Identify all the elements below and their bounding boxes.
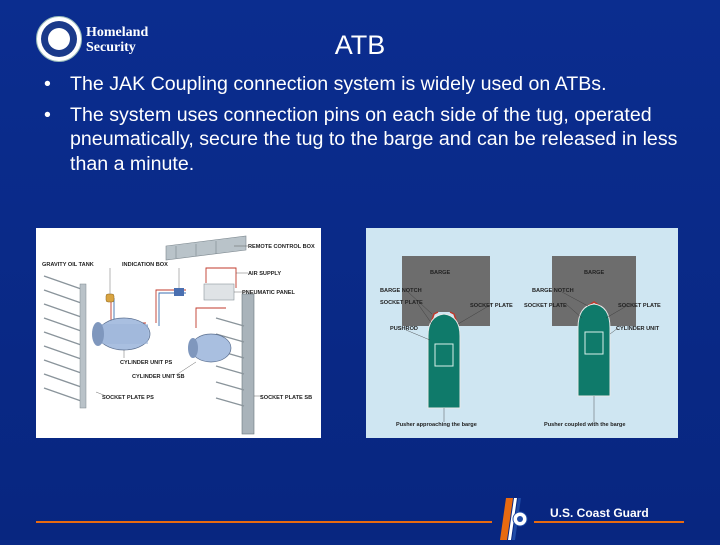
- label-socket-plate-right: SOCKET PLATE: [618, 303, 661, 309]
- label-pushrod: PUSHROD: [390, 326, 418, 332]
- logo-line-2: Security: [86, 40, 136, 55]
- bullet-text: The JAK Coupling connection system is wi…: [70, 73, 607, 95]
- bullet-item: • The system uses connection pins on each…: [44, 103, 684, 177]
- label-gravity-oil-tank: GRAVITY OIL TANK: [42, 262, 94, 268]
- label-socket-plate-ps: SOCKET PLATE PS: [102, 395, 154, 401]
- logo-line-1: Homeland: [86, 25, 149, 40]
- label-air-supply: AIR SUPPLY: [248, 271, 281, 277]
- footer-agency-name: U.S. Coast Guard: [550, 506, 649, 520]
- pusher-barge-coupling-diagram: BARGE BARGE NOTCH SOCKET PLATE SOCKET PL…: [366, 228, 678, 438]
- approaching-panel: BARGE BARGE NOTCH SOCKET PLATE SOCKET PL…: [380, 256, 513, 428]
- caption-approaching: Pusher approaching the barge: [396, 422, 477, 428]
- footer-divider-right: [534, 521, 684, 523]
- footer-divider-left: [36, 521, 492, 523]
- label-cylinder-unit-sb: CYLINDER UNIT SB: [132, 374, 185, 380]
- label-cylinder-unit: CYLINDER UNIT: [616, 326, 660, 332]
- label-barge-notch: BARGE NOTCH: [380, 288, 422, 294]
- label-barge: BARGE: [430, 270, 450, 276]
- label-socket-plate-right: SOCKET PLATE: [470, 303, 513, 309]
- label-pneumatic-panel: PNEUMATIC PANEL: [242, 290, 296, 296]
- slide-title: ATB: [334, 30, 386, 60]
- label-barge: BARGE: [584, 270, 604, 276]
- bullet-item: • The JAK Coupling connection system is w…: [44, 72, 684, 97]
- label-indication-box: INDICATION BOX: [122, 262, 168, 268]
- bullet-list: • The JAK Coupling connection system is w…: [44, 72, 684, 182]
- coupled-panel: BARGE BARGE NOTCH SOCKET PLATE SOCKET PL…: [524, 256, 661, 428]
- coast-guard-emblem-icon: [500, 498, 530, 540]
- bullet-dot-icon: •: [44, 103, 51, 126]
- label-cylinder-unit-ps: CYLINDER UNIT PS: [120, 360, 172, 366]
- homeland-security-logo: Homeland Security: [36, 16, 166, 62]
- label-remote-control-box: REMOTE CONTROL BOX: [248, 244, 315, 250]
- label-socket-plate-sb: SOCKET PLATE SB: [260, 395, 312, 401]
- jak-coupling-system-diagram: REMOTE CONTROL BOX GRAVITY OIL TANK INDI…: [36, 228, 321, 438]
- bullet-dot-icon: •: [44, 73, 51, 95]
- label-barge-notch: BARGE NOTCH: [532, 288, 574, 294]
- caption-coupled: Pusher coupled with the barge: [544, 422, 625, 428]
- label-socket-plate-left: SOCKET PLATE: [380, 300, 423, 306]
- dhs-seal-icon: [36, 16, 82, 62]
- bullet-text: The system uses connection pins on each …: [70, 103, 678, 175]
- label-socket-plate-left: SOCKET PLATE: [524, 303, 567, 309]
